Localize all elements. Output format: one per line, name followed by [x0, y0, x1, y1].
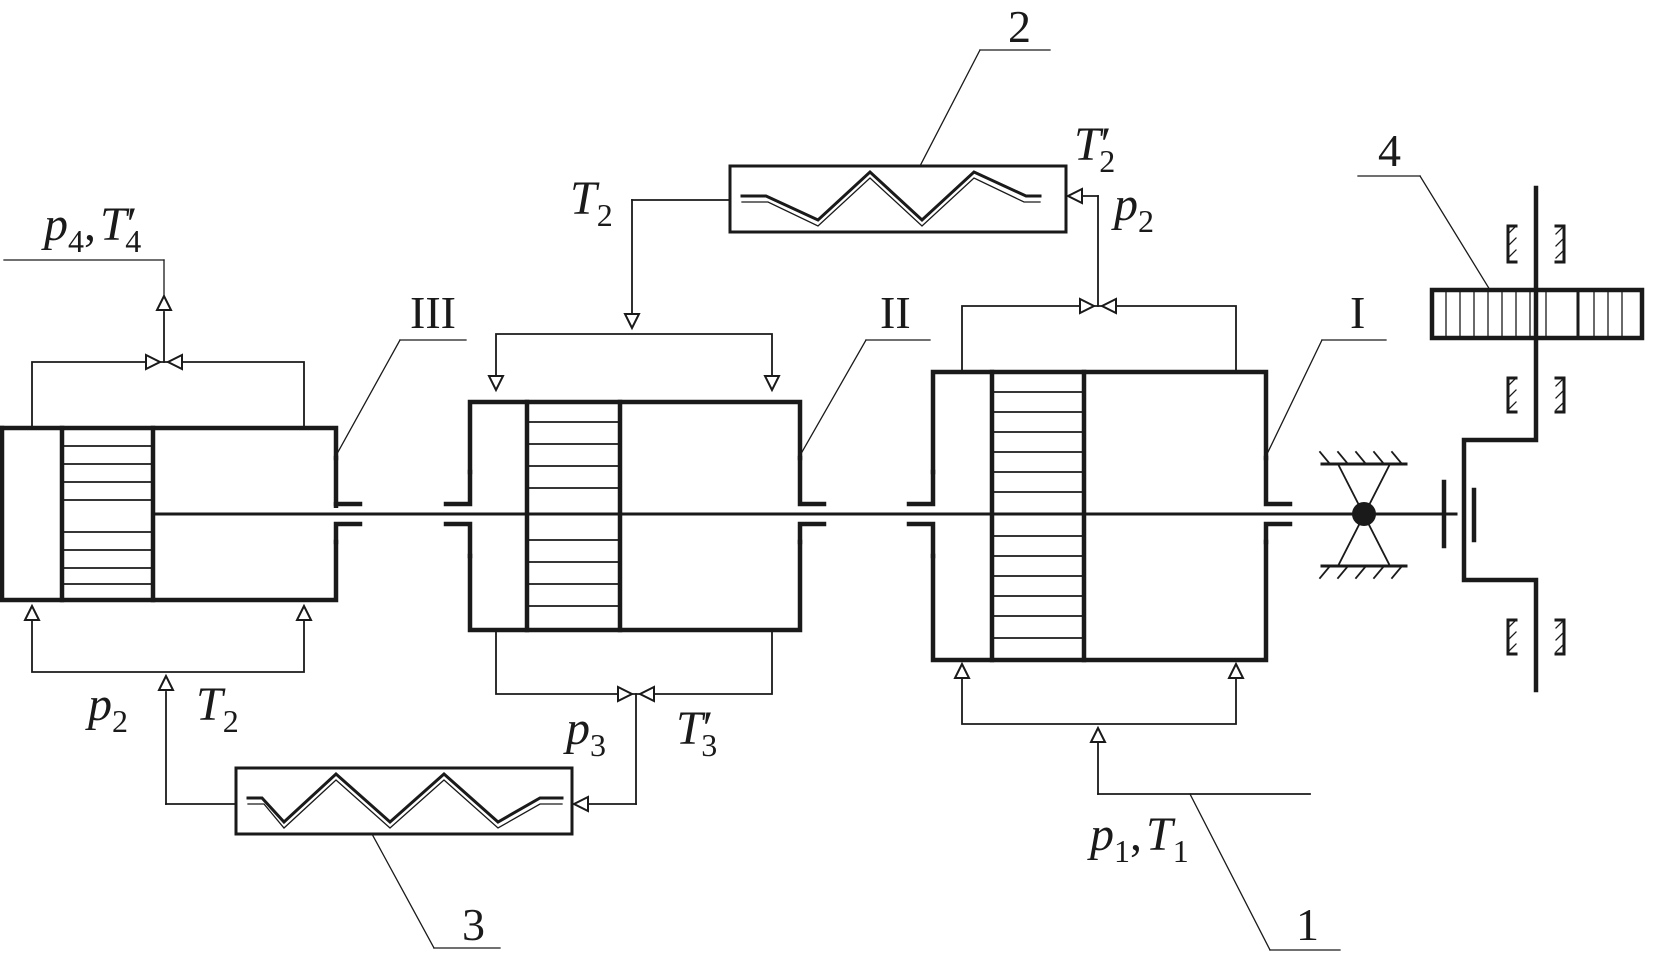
- callout-labels: 2 4 III II I 1 3: [410, 1, 1401, 950]
- label-stage-3: III: [410, 287, 456, 338]
- flow-arrows: [23, 187, 1245, 813]
- gearbox-4: [1429, 287, 1645, 341]
- piping-stage2-inlet: [495, 199, 773, 377]
- piping-stage1-inlet: [961, 671, 1311, 795]
- stage-1-rotor-blades: [991, 391, 1085, 639]
- label-inlet-1: 1: [1296, 899, 1319, 950]
- label-T2-bottom: T2: [196, 678, 239, 739]
- stage-1-cylinder: [906, 369, 1293, 663]
- label-p2-bottom: p2: [85, 678, 128, 739]
- shaft-bearing: [1318, 450, 1408, 580]
- label-p4-T4prime: p4,T′4: [41, 198, 141, 259]
- output-shaft: [1461, 185, 1539, 693]
- label-cooler-3: 3: [462, 899, 485, 950]
- piping-stage2-outlet: [495, 629, 773, 805]
- label-T3prime: T′3: [676, 702, 717, 763]
- label-T2-top: T2: [570, 172, 613, 233]
- label-p2-top: p2: [1111, 178, 1154, 239]
- stage-2-cylinder: [443, 399, 827, 633]
- piping-stage3-outlet: [31, 311, 305, 429]
- callout-leaders: [3, 49, 1491, 951]
- coupling: [1441, 479, 1477, 549]
- label-p3: p3: [563, 702, 606, 763]
- label-cooler-2: 2: [1008, 1, 1031, 52]
- label-stage-1: I: [1350, 287, 1365, 338]
- intercooler-2: [728, 164, 1068, 234]
- intercooler-3: [234, 766, 574, 836]
- piping-stage3-inlet: [31, 615, 305, 805]
- label-gearbox-4: 4: [1378, 125, 1401, 176]
- stage-3-rotor-blades: [61, 445, 154, 585]
- label-stage-2: II: [880, 287, 911, 338]
- stage-2-rotor-blades: [526, 421, 621, 607]
- piping-stage1-outlet: [961, 195, 1237, 373]
- label-p1-T1: p1,T1: [1087, 808, 1189, 869]
- label-T2prime-top: T′2: [1074, 118, 1115, 179]
- output-shaft-bearings: [1506, 224, 1566, 656]
